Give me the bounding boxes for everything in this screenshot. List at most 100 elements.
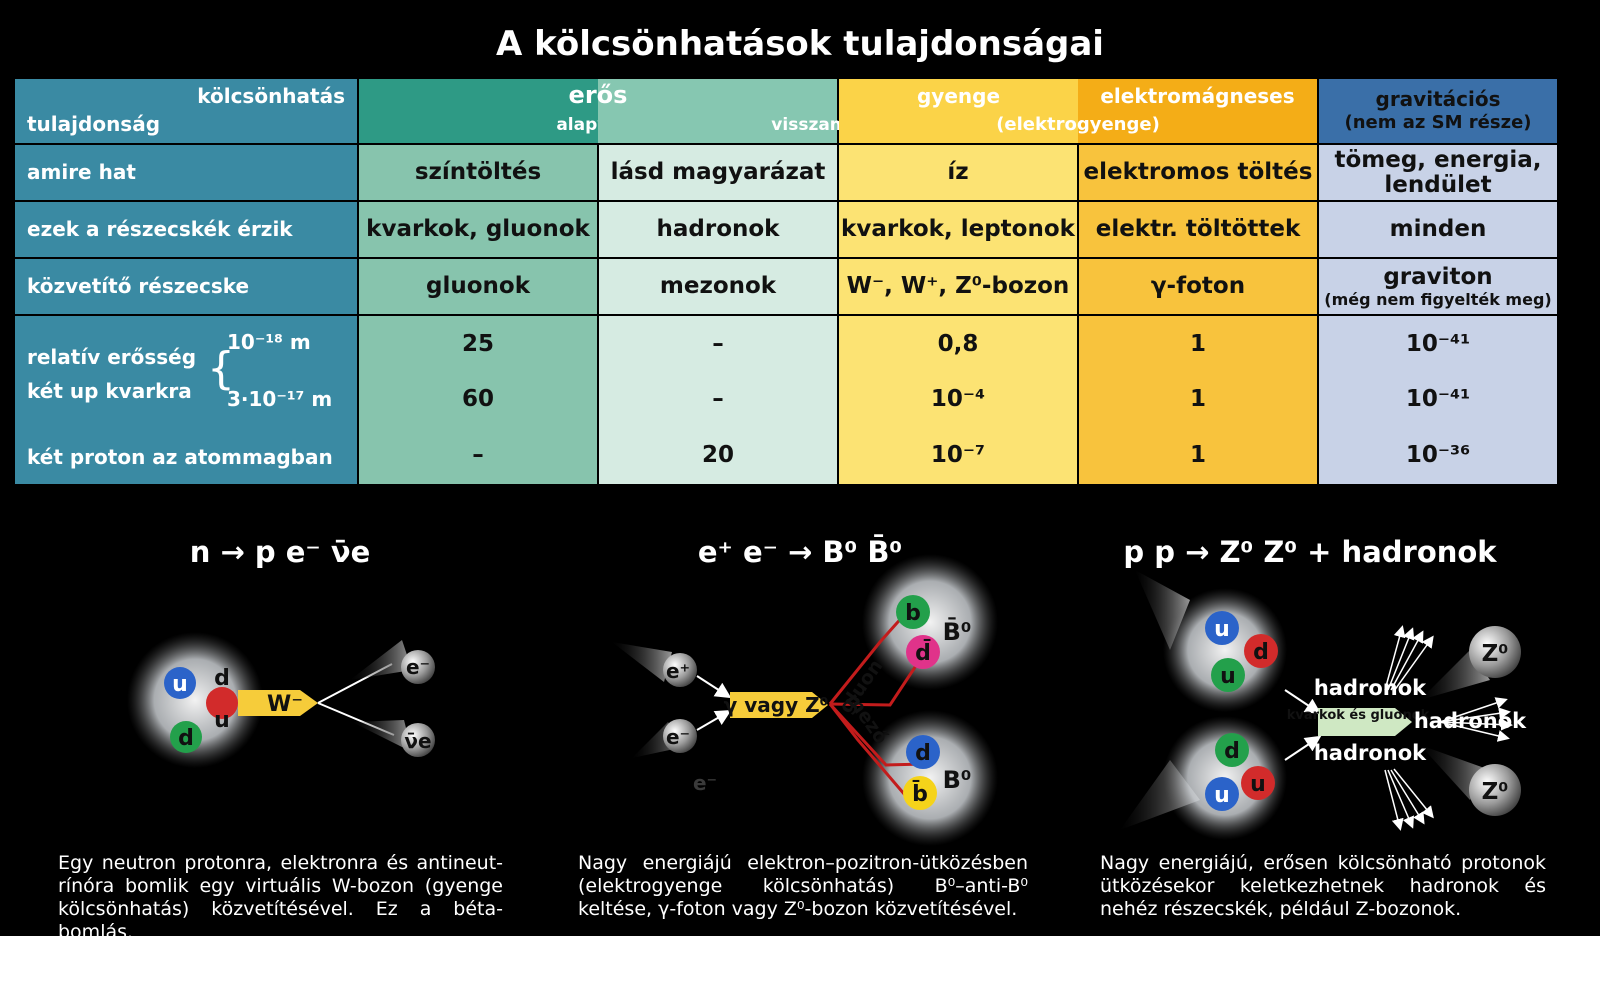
- z-boson: [1469, 764, 1521, 816]
- table-cell: 10⁻³⁶: [1405, 441, 1471, 468]
- w-boson-label: W⁻: [267, 692, 303, 717]
- quark-gluon-arrow: [1318, 708, 1412, 736]
- antineutrino-trail: [352, 720, 412, 752]
- hadron-jet-right: [1439, 697, 1513, 742]
- quark-label: u: [1220, 664, 1236, 689]
- strength-col: – – 20: [597, 314, 839, 486]
- table-row: ezek a részecskék érzik kvarkok, gluonok…: [13, 200, 1559, 259]
- positron: [663, 653, 697, 687]
- mediator-arrow: [730, 692, 828, 718]
- header-row: kölcsönhatás tulajdonság alapvető vissza…: [13, 77, 1559, 145]
- grav-sub-label: (nem az SM része): [1344, 112, 1532, 134]
- quark-label: u: [172, 672, 188, 697]
- z-boson-label: Z⁰: [1482, 641, 1509, 667]
- table-cell: elektromos töltés: [1077, 143, 1319, 202]
- strength-label-2: két up kvarkra: [27, 379, 192, 403]
- gluon-field-line: [828, 703, 907, 796]
- equation-z-bosons: p p → Z⁰ Z⁰ + hadronok: [1123, 535, 1497, 569]
- table-cell: 1: [1189, 331, 1206, 358]
- quark-d-to-u: [206, 687, 238, 719]
- antineutrino-label: ν̄e: [404, 729, 431, 753]
- table-cell: 10⁻⁴¹: [1405, 331, 1471, 358]
- gluon-field-line: [828, 613, 907, 705]
- table-cell: W⁻, W⁺, Z⁰-bozon: [837, 257, 1079, 316]
- electron-trail: [350, 640, 412, 680]
- neutron-glow: [127, 632, 263, 768]
- table-cell: –: [472, 441, 484, 468]
- gravity-header: gravitációs (nem az SM része): [1317, 77, 1559, 145]
- strength-label-cell: relatív erősség két up kvarkra { 10⁻¹⁸ m…: [13, 314, 359, 486]
- caption-z-bosons: Nagy energiájú, erősen kölcsönható proto…: [1100, 852, 1546, 920]
- table-cell: –: [712, 331, 724, 358]
- quark-anti-d: [906, 635, 940, 669]
- anti-b-meson-label: B̄⁰: [943, 616, 972, 646]
- table-cell: mezonok: [597, 257, 839, 316]
- table-cell: 25: [461, 331, 494, 358]
- table-cell: 1: [1189, 386, 1206, 413]
- gluon-field-line: [829, 651, 927, 707]
- electron-arrow: [696, 709, 732, 731]
- equation-beta: n → p e⁻ ν̄e: [189, 535, 371, 569]
- positron-trail: [612, 642, 672, 682]
- center-label: kvarkok és gluonok: [1287, 708, 1430, 723]
- graviton-label: graviton: [1383, 263, 1493, 290]
- quark-d: [1215, 733, 1249, 767]
- table-cell: 0,8: [937, 331, 979, 358]
- b-meson-glow: [862, 710, 998, 846]
- field-label-meso: mező: [842, 689, 893, 748]
- table-cell: színtöltés: [357, 143, 599, 202]
- z-boson: [1469, 626, 1521, 678]
- table-cell: 10⁻⁷: [930, 441, 986, 468]
- hadron-jet-top: [1384, 625, 1434, 692]
- table-cell: 60: [461, 386, 494, 413]
- proton-top-glow: [1163, 588, 1287, 712]
- quark-label: d: [178, 726, 194, 751]
- corner-bottom-label: tulajdonság: [27, 112, 161, 136]
- table-cell: γ-foton: [1077, 257, 1319, 316]
- table-cell: lásd magyarázat: [597, 143, 839, 202]
- table-cell: elektr. töltöttek: [1077, 200, 1319, 259]
- hadron-label: hadronok: [1314, 741, 1427, 765]
- quark-label: d̄: [915, 640, 931, 666]
- electron-in: [663, 719, 697, 753]
- table-cell: hadronok: [597, 200, 839, 259]
- quark-label: u: [1250, 772, 1266, 797]
- z-boson-diagram: u d u d u u kvarkok és gluonok hadronok …: [1120, 570, 1527, 840]
- strength-label-3: két proton az atommagban: [27, 445, 333, 469]
- distance-2: 3·10⁻¹⁷ m: [227, 387, 333, 411]
- row-label: közvetítő részecske: [13, 257, 359, 316]
- table-cell: 20: [701, 441, 734, 468]
- electroweak-header: gyenge elektromágneses (elektrogyenge): [837, 77, 1319, 145]
- caption-b-mesons: Nagy energiájú elektron–pozitron-ütközés…: [578, 852, 1028, 920]
- table-cell: kvarkok, gluonok: [357, 200, 599, 259]
- b-meson-label: B⁰: [943, 766, 972, 794]
- hadron-label: hadronok: [1314, 676, 1427, 700]
- table-cell: –: [712, 386, 724, 413]
- electron-in-label: e⁻: [666, 725, 690, 749]
- quark-label: u: [1214, 617, 1230, 642]
- table-cell: tömeg, energia, lendület: [1317, 143, 1559, 202]
- row-label: amire hat: [13, 143, 359, 202]
- quark-b: [896, 595, 930, 629]
- quark-label: d: [214, 666, 230, 691]
- quark-label: b: [905, 601, 921, 626]
- distance-1: 10⁻¹⁸ m: [227, 330, 311, 354]
- quark-u: [1205, 777, 1239, 811]
- electron: [401, 650, 435, 684]
- table-cell: minden: [1317, 200, 1559, 259]
- corner-top-label: kölcsönhatás: [197, 84, 345, 108]
- properties-table: kölcsönhatás tulajdonság alapvető vissza…: [13, 77, 1559, 486]
- em-label: elektromágneses: [1100, 84, 1295, 108]
- quark-label: u: [214, 708, 230, 733]
- table-cell: 10⁻⁴: [930, 386, 986, 413]
- table-cell: kvarkok, leptonok: [837, 200, 1079, 259]
- quark-u: [1211, 658, 1245, 692]
- quark-anti-b: [903, 776, 937, 810]
- brace-icon: {: [207, 343, 235, 394]
- strength-label-1: relatív erősség: [27, 345, 197, 369]
- poster: A kölcsönhatások tulajdonságai kölcsönha…: [0, 0, 1600, 936]
- quark-label: d: [1253, 640, 1269, 665]
- quark-label: u: [1214, 783, 1230, 808]
